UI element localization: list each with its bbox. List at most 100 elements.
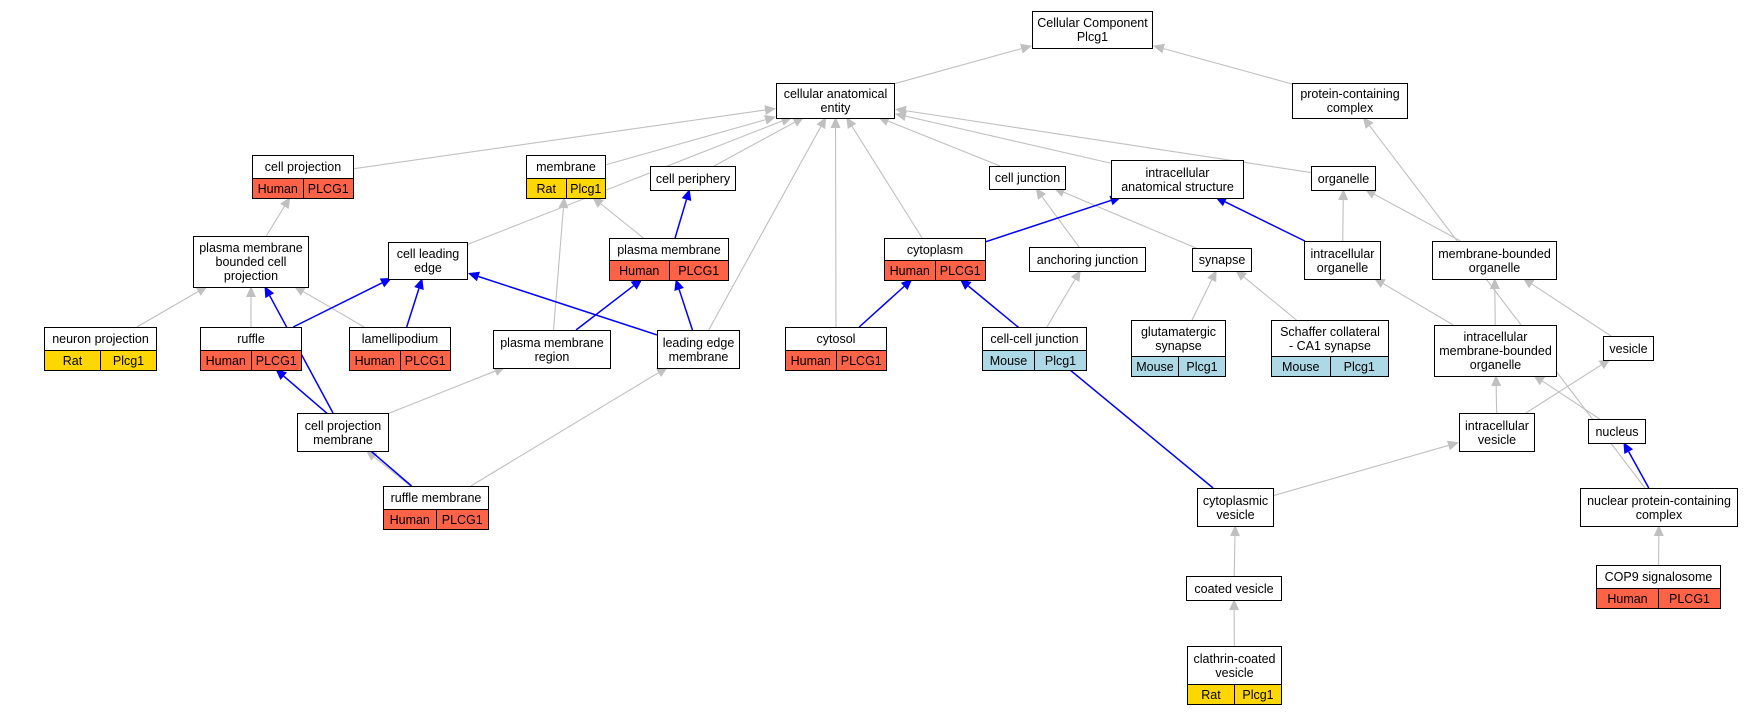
node-label: organelle: [1317, 171, 1370, 186]
node-label: synapse: [1198, 253, 1246, 267]
arrowhead: [1207, 270, 1217, 283]
node-label: anchoring junction: [1036, 252, 1139, 267]
node-label: vesicle: [1609, 341, 1648, 356]
node-label: Cellular Component Plcg1: [1037, 16, 1148, 44]
arrowhead: [1070, 270, 1081, 282]
edge-coatedves-to-cytoves: [1233, 535, 1236, 577]
node-label: lamellipodium: [361, 332, 439, 346]
arrowhead: [1522, 278, 1535, 289]
species-label: Mouse: [1132, 357, 1178, 376]
edge-celljunc-to-cae: [887, 120, 1001, 167]
node-label: membrane: [536, 160, 596, 174]
arrowhead: [1235, 270, 1248, 281]
edge-cae-to-root: [894, 48, 1022, 85]
node-label: protein-containing complex: [1300, 87, 1400, 115]
node-pcc: protein-containing complex: [1292, 83, 1408, 119]
arrowhead: [1053, 187, 1066, 197]
node-vesicle: vesicle: [1603, 336, 1654, 361]
edge-anchjunc-to-celljunc: [1041, 196, 1080, 248]
arrowhead: [1598, 359, 1611, 370]
node-npcc: nuclear protein-containing complex: [1580, 488, 1738, 527]
node-label: nucleus: [1595, 424, 1639, 439]
arrowhead: [816, 117, 827, 129]
gene-label: PLCG1: [835, 351, 886, 370]
arrowhead: [264, 286, 275, 299]
gene-label: Plcg1: [1234, 685, 1281, 704]
gene-label: PLCG1: [250, 351, 301, 370]
edge-ccjunc-to-anchjunc: [1046, 279, 1076, 328]
arrowhead: [959, 279, 972, 290]
species-label: Rat: [1188, 685, 1234, 704]
edge-npcc-to-nucleus: [1628, 451, 1650, 489]
edge-nucleus-to-imbo: [1542, 380, 1600, 420]
edge-intorg-to-ias: [1224, 201, 1306, 242]
arrowhead: [1020, 43, 1032, 54]
arrowhead: [1362, 117, 1374, 129]
edge-membrane-to-cae: [605, 119, 766, 166]
arrowhead: [900, 279, 913, 291]
arrowhead: [280, 197, 291, 209]
node-label: plasma membrane region: [500, 335, 604, 364]
node-ias: intracellular anatomical structure: [1111, 160, 1244, 199]
edge-rufflemem-to-lem: [470, 372, 659, 487]
arrowhead: [792, 117, 805, 127]
gene-label: Plcg1: [1034, 351, 1086, 370]
node-cytoves: cytoplasmic vesicle: [1197, 488, 1274, 527]
node-label: plasma membrane bounded cell projection: [199, 241, 303, 283]
node-pmregion: plasma membrane region: [493, 330, 611, 369]
gene-label: PLCG1: [435, 510, 488, 529]
arrowhead: [1491, 375, 1502, 387]
gene-label: Plcg1: [100, 351, 156, 370]
node-nucleus: nucleus: [1588, 419, 1646, 444]
species-label: Human: [885, 261, 935, 280]
edge-mbo-to-organelle: [1374, 193, 1461, 242]
node-cle: cell leading edge: [388, 242, 468, 280]
node-lem: leading edge membrane: [657, 330, 740, 369]
node-pmbcp: plasma membrane bounded cell projection: [193, 236, 309, 288]
arrowhead: [1447, 440, 1459, 451]
species-label: Human: [253, 179, 303, 198]
edge-pmregion-to-pm: [575, 285, 635, 331]
node-label: cellular anatomical entity: [783, 87, 888, 115]
edge-imbo-to-intorg: [1382, 283, 1454, 326]
edge-neuronproj-to-pmbcp: [136, 291, 199, 328]
edge-cytoplasm-to-ias: [985, 199, 1112, 243]
node-label: cell periphery: [655, 171, 731, 186]
species-label: Rat: [527, 179, 566, 198]
edge-synapse-to-celljunc: [1063, 191, 1197, 249]
arrowhead: [764, 115, 776, 125]
species-label: Human: [350, 351, 400, 370]
arrowhead: [1338, 189, 1349, 201]
arrowhead: [846, 117, 857, 129]
arrowhead: [195, 286, 208, 296]
node-anchjunc: anchoring junction: [1029, 247, 1146, 272]
node-cellperiph: cell periphery: [650, 166, 736, 191]
node-label: glutamatergic synapse: [1140, 324, 1217, 353]
edge-pm-to-membrane: [600, 203, 644, 239]
arrowhead: [379, 278, 392, 288]
node-mbo: membrane-bounded organelle: [1432, 241, 1557, 280]
edge-intorg-to-organelle: [1342, 199, 1344, 242]
node-label: ruffle membrane: [390, 491, 482, 505]
arrowhead: [1229, 599, 1240, 610]
arrowhead: [1533, 375, 1546, 386]
edge-pmregion-to-membrane: [552, 207, 564, 331]
node-label: cell-cell junction: [990, 332, 1079, 346]
gene-label: Plcg1: [565, 179, 605, 198]
node-synapse: synapse: [1192, 248, 1252, 272]
arrowhead: [1230, 525, 1240, 537]
gene-label: PLCG1: [934, 261, 985, 280]
